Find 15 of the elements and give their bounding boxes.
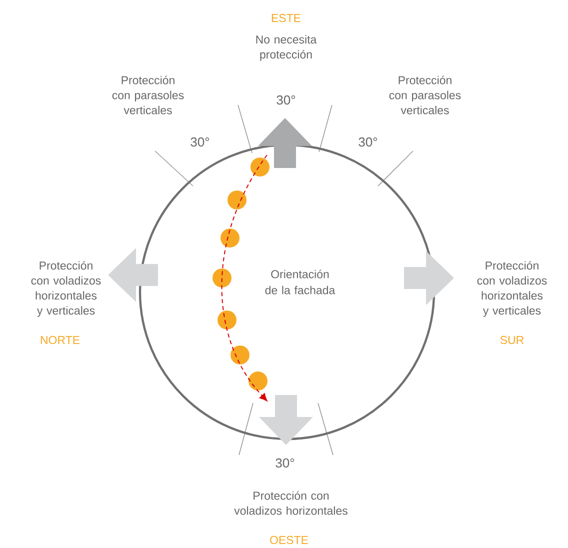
protection-label: Protección con voladizos horizontales y verticales (477, 261, 547, 317)
direction-label: SUR (500, 336, 524, 344)
protection-label: Protección con parasoles verticales (112, 76, 184, 114)
protection-label: Protección con voladizos horizontales y verticales (31, 261, 101, 317)
protection-label: No necesita protección (256, 35, 317, 61)
direction-label: OESTE (270, 536, 308, 544)
angle-label: 30° (276, 95, 296, 105)
angle-label: 30° (190, 137, 210, 147)
angle-label: 30° (276, 458, 294, 468)
center-label: Orientación de la fachada (265, 270, 336, 294)
protection-label: Protección con parasoles verticales (389, 76, 461, 114)
angle-label: 30° (358, 137, 378, 147)
direction-label: NORTE (40, 336, 80, 344)
protection-label: Protección con voladizos horizontales (234, 491, 348, 515)
direction-label: ESTE (272, 14, 301, 22)
